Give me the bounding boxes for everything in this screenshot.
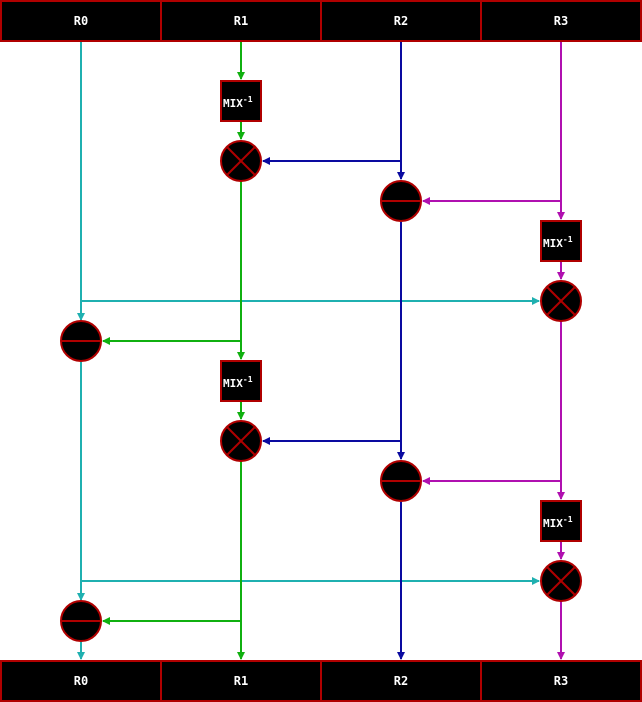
register-label: R2 bbox=[394, 14, 408, 28]
register-label: R0 bbox=[74, 14, 88, 28]
register-box-top-r3: R3 bbox=[480, 0, 642, 42]
register-box-top-r2: R2 bbox=[320, 0, 482, 42]
register-box-bottom-r1: R1 bbox=[160, 660, 322, 702]
register-label: R3 bbox=[554, 14, 568, 28]
register-label: R2 bbox=[394, 674, 408, 688]
register-box-bottom-r2: R2 bbox=[320, 660, 482, 702]
mix-inverse-box-r1-round2: MIX-1 bbox=[220, 360, 262, 402]
register-box-top-r1: R1 bbox=[160, 0, 322, 42]
mix-inverse-box-r3-round2: MIX-1 bbox=[540, 500, 582, 542]
multiply-op-icon bbox=[220, 140, 262, 182]
svg-text:MIX-1: MIX-1 bbox=[223, 95, 253, 110]
svg-text:MIX-1: MIX-1 bbox=[543, 515, 573, 530]
mix-inverse-box-r3-round1: MIX-1 bbox=[540, 220, 582, 262]
subtract-op-icon bbox=[60, 320, 102, 362]
mix-inverse-box-r1-round1: MIX-1 bbox=[220, 80, 262, 122]
multiply-op-icon bbox=[220, 420, 262, 462]
register-box-bottom-r3: R3 bbox=[480, 660, 642, 702]
r2-lines bbox=[262, 42, 405, 660]
r3-lines bbox=[422, 42, 565, 660]
register-label: R1 bbox=[234, 14, 248, 28]
register-row-top: R0 R1 R2 R3 bbox=[0, 0, 642, 42]
subtract-op-icon bbox=[380, 460, 422, 502]
register-label: R0 bbox=[74, 674, 88, 688]
multiply-op-icon bbox=[540, 560, 582, 602]
register-box-top-r0: R0 bbox=[0, 0, 162, 42]
register-row-bottom: R0 R1 R2 R3 bbox=[0, 660, 642, 702]
register-label: R1 bbox=[234, 674, 248, 688]
multiply-op-icon bbox=[540, 280, 582, 322]
svg-text:MIX-1: MIX-1 bbox=[223, 375, 253, 390]
register-label: R3 bbox=[554, 674, 568, 688]
subtract-op-icon bbox=[60, 600, 102, 642]
subtract-op-icon bbox=[380, 180, 422, 222]
svg-text:MIX-1: MIX-1 bbox=[543, 235, 573, 250]
r0-lines bbox=[77, 42, 540, 660]
register-box-bottom-r0: R0 bbox=[0, 660, 162, 702]
r1-lines bbox=[102, 42, 245, 660]
